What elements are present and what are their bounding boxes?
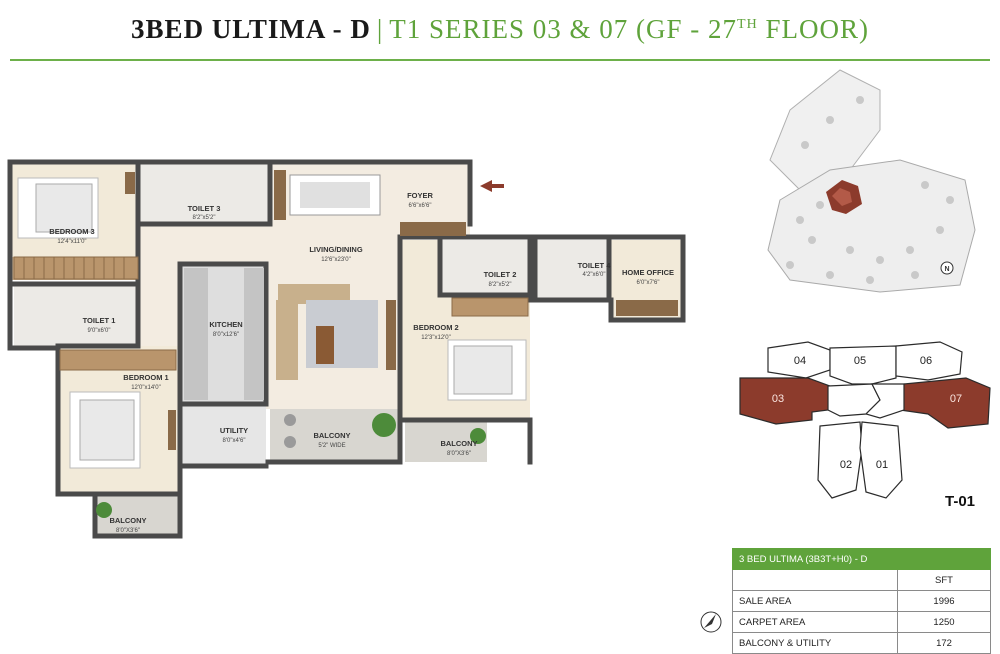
unit-label-01: 01 — [876, 459, 888, 471]
room-size-toilet3: 8'2"x5'2" — [193, 215, 216, 221]
room-label-balcony-main: BALCONY — [313, 431, 350, 440]
area-row-label: BALCONY & UTILITY — [732, 632, 898, 654]
room-label-bedroom3: BEDROOM 3 — [49, 227, 94, 236]
area-table-heading-row: 3 BED ULTIMA (3B3T+H0) - D — [732, 548, 991, 570]
room-label-toilet1: TOILET 1 — [83, 316, 116, 325]
area-table-unit-row: SFT — [732, 569, 991, 591]
room-size-bedroom1: 12'0"x14'0" — [131, 385, 161, 391]
compass-icon — [700, 611, 722, 633]
room-label-balcony2: BALCONY — [440, 439, 477, 448]
room-size-toilet1: 9'0"x6'0" — [88, 328, 111, 334]
unit-label-04: 04 — [794, 355, 806, 367]
unit-label-03: 03 — [772, 393, 784, 405]
unit-label-06: 06 — [920, 355, 932, 367]
room-size-toilet2: 8'2"x5'2" — [489, 282, 512, 288]
room-size-kitchen: 8'0"x12'6" — [213, 332, 239, 338]
unit-label-05: 05 — [854, 355, 866, 367]
room-size-bedroom3: 12'4"x11'0" — [57, 239, 86, 245]
floor-plan — [7, 159, 686, 539]
room-label-living: LIVING/DINING — [309, 245, 363, 254]
title-separator: | — [376, 14, 384, 44]
room-label-toilet3: TOILET 3 — [188, 204, 221, 213]
unit-type-title: 3BED ULTIMA - D — [131, 14, 371, 44]
room-label-balcony1: BALCONY — [109, 516, 146, 525]
area-row-value: 172 — [897, 632, 991, 654]
unit-label-02: 02 — [840, 459, 852, 471]
table-row: BALCONY & UTILITY 172 — [732, 632, 991, 654]
table-row: CARPET AREA 1250 — [732, 611, 991, 633]
room-size-balcony1: 8'0"X3'6" — [116, 528, 140, 534]
room-label-homeoffice: HOME OFFICE — [622, 268, 674, 277]
room-size-balcony-main: 5'2" WIDE — [318, 443, 345, 449]
title-rule — [10, 59, 990, 61]
room-label-bedroom1: BEDROOM 1 — [123, 373, 168, 382]
room-size-foyer: 6'6"x6'6" — [409, 203, 432, 209]
floor-title: FLOOR) — [757, 14, 869, 44]
room-label-bedroom2: BEDROOM 2 — [413, 323, 458, 332]
room-size-living: 12'6"x23'0" — [321, 257, 351, 263]
room-label-kitchen: KITCHEN — [209, 320, 242, 329]
north-label: N — [944, 266, 949, 273]
area-row-value: 1250 — [897, 611, 991, 633]
room-label-utility: UTILITY — [220, 426, 248, 435]
room-size-homeoffice: 6'0"x7'6" — [637, 280, 660, 286]
key-plan — [739, 341, 991, 499]
area-row-label: CARPET AREA — [732, 611, 898, 633]
area-table-unit-spacer — [732, 569, 898, 591]
area-row-value: 1996 — [897, 590, 991, 612]
table-row: SALE AREA 1996 — [732, 590, 991, 612]
unit-03 — [739, 377, 831, 425]
unit-label-07: 07 — [950, 393, 962, 405]
room-label-foyer: FOYER — [407, 191, 433, 200]
unit-07 — [899, 377, 991, 429]
page-title: 3BED ULTIMA - D|T1 SERIES 03 & 07 (GF - … — [0, 14, 1000, 45]
area-table-unit-header: SFT — [897, 569, 991, 591]
room-size-balcony2: 8'0"X3'6" — [447, 451, 471, 457]
room-label-toilet4: TOILET 4 — [578, 261, 612, 270]
room-size-utility: 8'0"x4'6" — [223, 438, 246, 444]
room-size-toilet4: 4'2"x6'0" — [583, 272, 606, 278]
tower-label: T-01 — [945, 493, 976, 510]
floor-superscript: TH — [737, 17, 758, 32]
room-size-bedroom2: 12'3"x12'0" — [421, 335, 451, 341]
series-title: T1 SERIES 03 & 07 (GF - 27 — [389, 14, 738, 44]
area-table-heading: 3 BED ULTIMA (3B3T+H0) - D — [732, 548, 991, 570]
area-row-label: SALE AREA — [732, 590, 898, 612]
room-label-toilet2: TOILET 2 — [484, 270, 517, 279]
site-map: N — [765, 69, 995, 293]
area-table: 3 BED ULTIMA (3B3T+H0) - D SFT SALE AREA… — [732, 548, 991, 654]
